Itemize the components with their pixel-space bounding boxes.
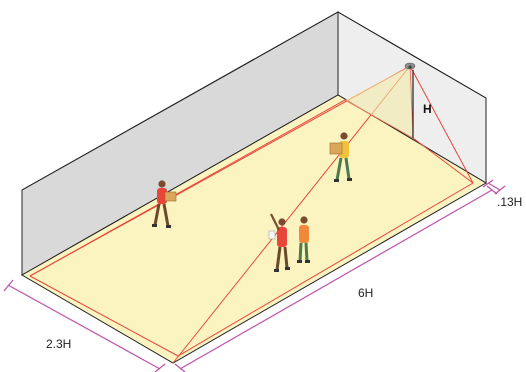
offset-label: .13H (497, 195, 522, 209)
width-label: 2.3H (46, 337, 71, 351)
wall-top-edge-right (337, 11, 487, 99)
person-pointing (268, 213, 290, 272)
length-label: 6H (358, 286, 373, 300)
wall-top-edge (21, 11, 339, 191)
person-standing (297, 216, 310, 263)
worker-carrying-box-left (152, 180, 177, 228)
coverage-lines (29, 65, 474, 364)
worker-carrying-box-back (329, 132, 352, 182)
sensor-cone-shade (345, 66, 413, 138)
dimension-lines (3, 179, 506, 372)
sensor-icon (404, 62, 416, 70)
height-label: H (423, 102, 432, 116)
